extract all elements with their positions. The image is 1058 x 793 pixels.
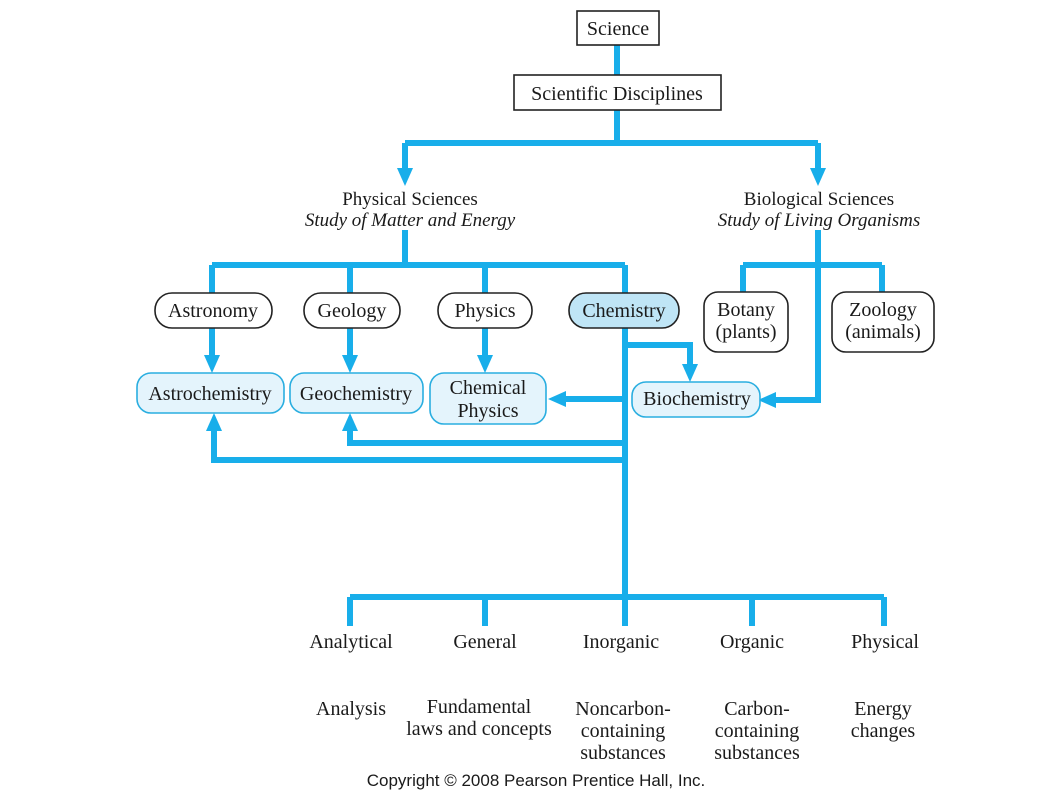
- arrowhead-biochemistry-down: [682, 364, 698, 382]
- arrowhead-physical: [397, 168, 413, 186]
- geology-label: Geology: [318, 300, 387, 322]
- chemistry-area-inorganic: Inorganic Noncarbon- containing substanc…: [575, 631, 671, 764]
- connector-chemistry-astrochemistry: [211, 428, 625, 463]
- general-desc-line1: Fundamental: [427, 696, 532, 718]
- inorganic-desc-line3: substances: [580, 742, 666, 764]
- connector-chemistry-geochemistry: [347, 428, 625, 446]
- geochemistry-label: Geochemistry: [300, 383, 412, 405]
- biochemistry-box: [631, 381, 761, 418]
- zoology-box: [831, 291, 935, 353]
- physical-desc-line2: changes: [851, 720, 916, 742]
- field-chemical-physics: Chemical Physics: [429, 372, 547, 425]
- zoology-label-line1: Zoology: [849, 299, 917, 321]
- connector-disciplines-split: [402, 110, 821, 172]
- organic-name: Organic: [720, 631, 784, 653]
- disciplines-node: Scientific Disciplines: [513, 74, 722, 111]
- arrowhead-geochemistry: [342, 355, 358, 373]
- analytical-desc-line1: Analysis: [316, 698, 386, 720]
- zoology-label-line2: (animals): [845, 321, 921, 343]
- field-astrochemistry: Astrochemistry: [136, 372, 285, 414]
- general-desc-line2: laws and concepts: [406, 718, 552, 740]
- inorganic-name: Inorganic: [583, 631, 659, 653]
- physics-label: Physics: [454, 300, 515, 322]
- biological-sciences-header: Biological Sciences Study of Living Orga…: [718, 189, 921, 231]
- arrowhead-astrochemistry-up: [206, 413, 222, 431]
- astrochemistry-label: Astrochemistry: [148, 383, 271, 405]
- branch-botany: Botany (plants): [703, 291, 789, 353]
- astronomy-label: Astronomy: [168, 300, 258, 322]
- branch-zoology: Zoology (animals): [831, 291, 935, 353]
- chemistry-area-organic: Organic Carbon- containing substances: [714, 631, 800, 764]
- botany-label-line2: (plants): [715, 321, 776, 343]
- chemistry-box: [568, 292, 680, 329]
- physical-sciences-title: Physical Sciences: [342, 189, 478, 210]
- connector-chemistry-areas-bus: [347, 594, 887, 626]
- arrowheads: [204, 168, 826, 431]
- chemistry-area-analytical: Analytical Analysis: [309, 631, 393, 720]
- chemical-physics-label-line2: Physics: [457, 400, 518, 422]
- physics-box: [437, 292, 533, 329]
- astronomy-box: [154, 292, 273, 329]
- physical-sciences-subtitle: Study of Matter and Energy: [305, 210, 516, 231]
- connector-biological-bus: [740, 230, 885, 403]
- branch-astronomy: Astronomy: [154, 292, 273, 329]
- arrowhead-biological: [810, 168, 826, 186]
- biological-sciences-subtitle: Study of Living Organisms: [718, 210, 921, 231]
- chemical-physics-label-line1: Chemical: [450, 377, 527, 399]
- general-name: General: [453, 631, 517, 653]
- science-node: Science: [576, 10, 660, 46]
- arrowhead-chemphysics-left: [548, 391, 566, 407]
- physical-name: Physical: [851, 631, 919, 653]
- branch-chemistry: Chemistry: [568, 292, 680, 329]
- disciplines-box: [513, 74, 722, 111]
- connector-physical-bus: [209, 230, 628, 293]
- chemical-physics-box: [429, 372, 547, 425]
- field-biochemistry: Biochemistry: [631, 381, 761, 418]
- biological-sciences-title: Biological Sciences: [744, 189, 894, 210]
- astrochemistry-box: [136, 372, 285, 414]
- physical-desc-line1: Energy: [854, 698, 911, 720]
- arrowhead-geochemistry-up: [342, 413, 358, 431]
- botany-box: [703, 291, 789, 353]
- botany-label-line1: Botany: [717, 299, 775, 321]
- disciplines-label: Scientific Disciplines: [531, 83, 703, 105]
- physical-sciences-header: Physical Sciences Study of Matter and En…: [305, 189, 516, 231]
- organic-desc-line1: Carbon-: [724, 698, 790, 720]
- chemistry-area-physical: Physical Energy changes: [851, 631, 920, 742]
- inorganic-desc-line2: containing: [581, 720, 665, 742]
- field-geochemistry: Geochemistry: [289, 372, 424, 414]
- arrowhead-biochemistry-left: [758, 392, 776, 408]
- science-box: [576, 10, 660, 46]
- chemistry-area-general: General Fundamental laws and concepts: [406, 631, 552, 740]
- chemistry-label: Chemistry: [582, 300, 665, 322]
- arrowhead-astrochemistry: [204, 355, 220, 373]
- copyright-notice: Copyright © 2008 Pearson Prentice Hall, …: [367, 771, 706, 790]
- connectors: [209, 45, 887, 626]
- biochemistry-label: Biochemistry: [643, 388, 751, 410]
- inorganic-desc-line1: Noncarbon-: [575, 698, 671, 720]
- arrowhead-chemphysics-down: [477, 355, 493, 373]
- organic-desc-line2: containing: [715, 720, 799, 742]
- branch-geology: Geology: [303, 292, 401, 329]
- branch-physics: Physics: [437, 292, 533, 329]
- organic-desc-line3: substances: [714, 742, 800, 764]
- science-label: Science: [587, 18, 649, 40]
- geology-box: [303, 292, 401, 329]
- connector-chemistry-biochemistry: [625, 342, 693, 368]
- geochemistry-box: [289, 372, 424, 414]
- analytical-name: Analytical: [309, 631, 393, 653]
